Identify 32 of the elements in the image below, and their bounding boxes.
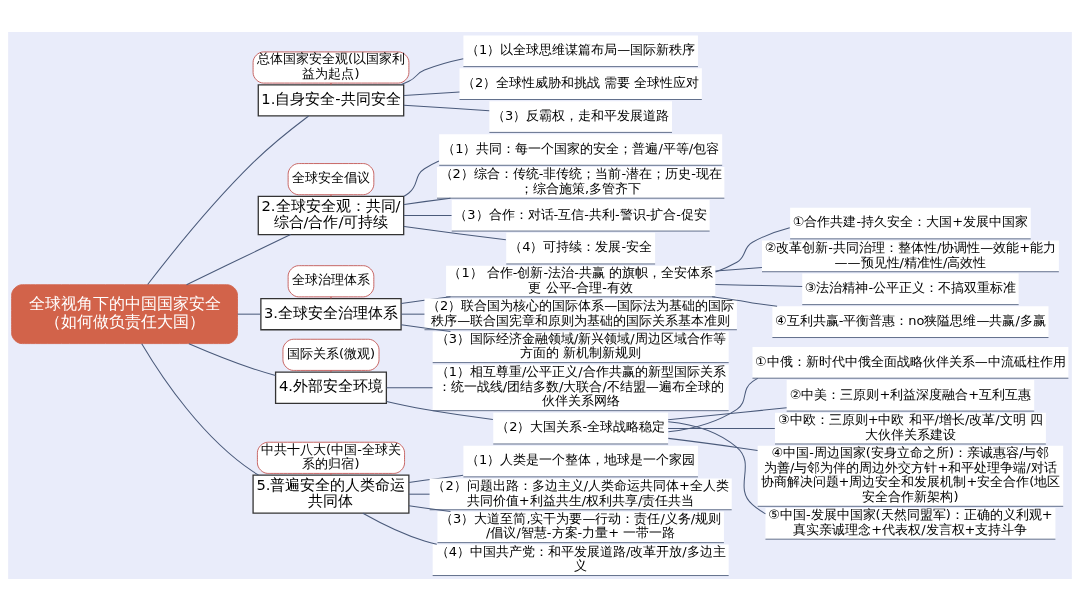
- connector: [408, 493, 431, 495]
- connector: [403, 104, 490, 112]
- connector: [403, 225, 507, 241]
- connector: [667, 427, 776, 429]
- connector: [147, 115, 310, 286]
- connector: [408, 505, 451, 512]
- connector: [330, 82, 332, 86]
- connector: [667, 421, 766, 515]
- connector: [188, 343, 277, 376]
- node-box: 全球视角下的中国国家安全（如何做负责任大国）: [11, 284, 238, 344]
- connector: [714, 266, 763, 272]
- connector: [237, 313, 262, 315]
- connector: [403, 91, 460, 97]
- connector: [186, 234, 292, 286]
- connector: [362, 512, 438, 545]
- connector: [403, 214, 453, 216]
- connector: [667, 437, 759, 451]
- connector: [400, 313, 425, 315]
- connector: [141, 343, 259, 476]
- connector: [386, 387, 434, 389]
- connector: [400, 58, 464, 86]
- connector: [408, 474, 464, 483]
- connector: [385, 401, 494, 420]
- connector: [711, 296, 778, 307]
- connector: [667, 377, 759, 433]
- connector: [403, 197, 451, 206]
- connector: [667, 407, 788, 421]
- connector: [715, 227, 791, 273]
- connector: [403, 160, 440, 197]
- connector: [714, 283, 803, 287]
- connector: [330, 296, 332, 299]
- connector: [400, 324, 451, 332]
